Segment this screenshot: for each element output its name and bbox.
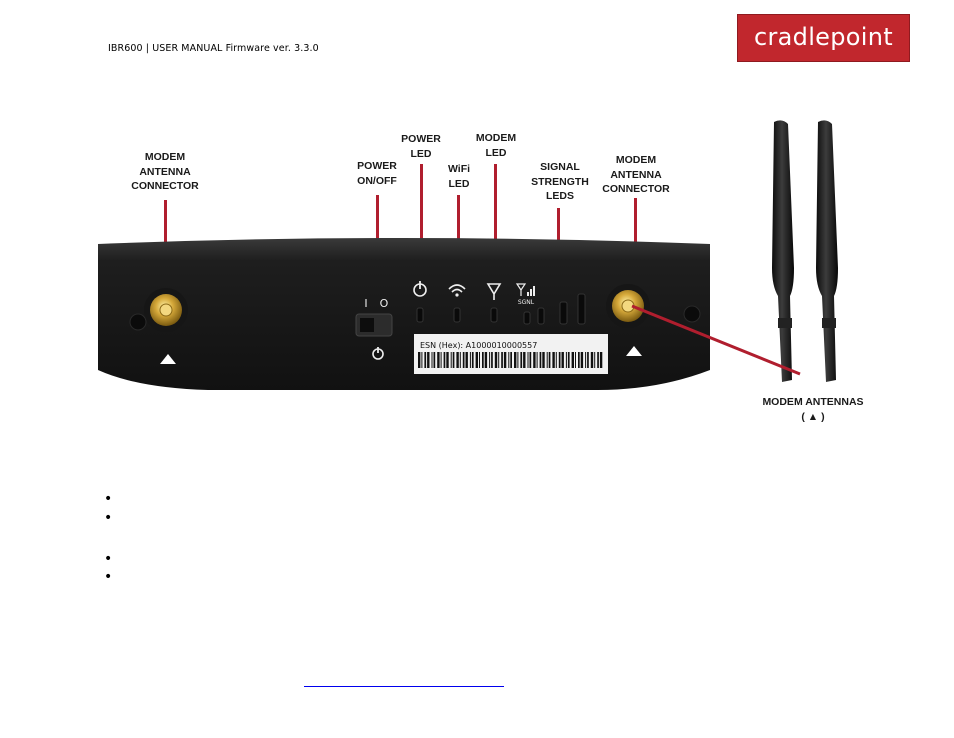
switch-on-label: I [364,297,367,310]
label-line: MODEM ANTENNAS [762,396,864,408]
pointer-modem-led [494,164,497,268]
pointer-wifi-led [457,195,460,267]
label-modem-antennas: MODEM ANTENNAS ( ▲ ) [752,395,874,424]
label-line: ANTENNA [139,165,191,178]
label-line: MODEM [475,132,517,144]
label-line: SIGNAL [540,161,580,173]
bullet: • [104,491,113,507]
bullet: • [104,569,113,585]
label-line: POWER [357,160,397,172]
label-modem-antenna-connector-left: MODEM ANTENNA CONNECTOR [128,150,202,194]
antenna-pointer [631,304,801,376]
label-wifi-led: WiFi LED [440,162,478,191]
modem-antennas-image [772,120,838,383]
bullet: • [104,551,113,567]
label-line: POWER [401,133,441,145]
label-line: MODEM [144,151,186,163]
label-line: LEDS [545,190,574,202]
cradlepoint-logo: cradlepoint [737,14,910,62]
switch-off-label: O [380,297,389,310]
label-power-led: POWER LED [396,132,446,161]
esn-label: ESN (Hex): A1000010000557 [420,341,537,350]
label-line: ON/OFF [357,174,397,187]
hyperlink[interactable] [304,686,504,687]
signal-label: SGNL [518,299,535,306]
label-line: CONNECTOR [131,180,199,192]
label-line: LED [485,146,507,159]
label-signal-strength-leds: SIGNAL STRENGTH LEDS [526,160,594,204]
label-line: WiFi [447,163,471,175]
barcode [418,352,603,368]
pointer-power-led [420,164,423,268]
bullet: • [104,510,113,526]
label-line: LED [448,177,470,190]
label-modem-led: MODEM LED [469,131,523,160]
label-line: CONNECTOR [602,183,670,195]
label-line: MODEM [615,154,657,166]
label-line: ANTENNA [610,168,662,181]
router-device-image: I O SGNL ESN (Hex): A1000010000557 [98,238,710,390]
label-power-on-off: POWER ON/OFF [350,159,404,188]
label-line: STRENGTH [531,175,589,188]
label-line: LED [410,147,432,160]
label-line: ( ▲ ) [801,410,825,423]
label-modem-antenna-connector-right: MODEM ANTENNA CONNECTOR [598,153,674,197]
header-text: IBR600 | USER MANUAL Firmware ver. 3.3.0 [108,43,319,54]
